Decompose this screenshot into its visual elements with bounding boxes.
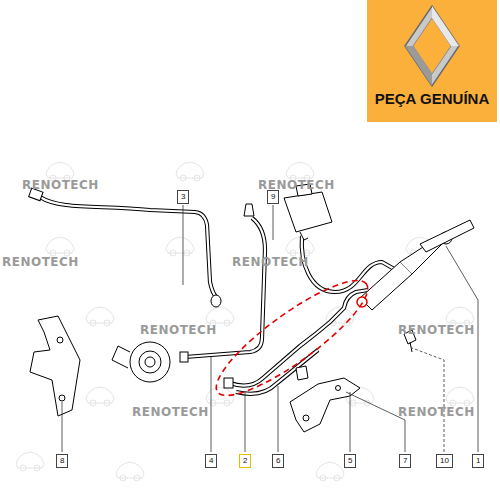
renault-logo — [367, 0, 497, 90]
callout-number: 7 — [403, 456, 407, 466]
watermark-cars — [16, 162, 474, 481]
watermark-car — [446, 387, 474, 406]
watermark-text: RENOTECH — [258, 178, 335, 192]
watermark-text: RENOTECH — [140, 323, 217, 337]
callout-number: 2 — [243, 456, 247, 466]
fork-bracket — [30, 316, 80, 416]
callout-box: 4 — [205, 454, 217, 468]
leader-lines — [62, 205, 478, 452]
watermark-car — [206, 387, 234, 406]
highlight-ellipse — [203, 265, 380, 412]
callout-number: 1 — [476, 456, 480, 466]
callout-box: 9 — [267, 190, 279, 204]
fitting — [211, 295, 221, 307]
watermark-car — [116, 462, 144, 481]
callout-number: 4 — [209, 456, 213, 466]
callout-box: 6 — [272, 454, 284, 468]
callout-box: 5 — [344, 454, 356, 468]
watermark-car — [166, 237, 194, 256]
callout-box: 2 — [239, 454, 251, 468]
callout-box: 1 — [472, 454, 484, 468]
callout-box: 8 — [56, 454, 68, 468]
brand-text: PEÇA GENUÍNA — [367, 90, 497, 107]
reservoir — [284, 184, 332, 240]
bleed-plug — [244, 204, 254, 216]
watermark-text: RENOTECH — [398, 405, 475, 419]
watermark-text: RENOTECH — [232, 255, 309, 269]
callout-box: 3 — [177, 190, 189, 204]
callout-number: 10 — [440, 456, 449, 466]
watermark-text: RENOTECH — [22, 178, 99, 192]
watermark-car — [316, 462, 344, 481]
watermark-car — [176, 162, 204, 181]
callout-number: 9 — [271, 192, 275, 202]
watermark-car — [16, 452, 44, 471]
callout-box: 7 — [399, 454, 411, 468]
watermark-car — [46, 237, 74, 256]
pedal-bracket — [290, 378, 360, 432]
callout-number: 3 — [181, 192, 185, 202]
master-cylinder — [357, 220, 474, 310]
brand-badge: PEÇA GENUÍNA — [367, 0, 497, 122]
slave-bearing — [112, 342, 170, 382]
pipe-6 — [236, 350, 318, 394]
fitting — [224, 378, 233, 388]
pipe-inner — [236, 350, 318, 394]
pipe-inner — [40, 197, 216, 297]
callout-number: 6 — [276, 456, 280, 466]
pipe-3 — [40, 197, 216, 297]
clip — [296, 366, 308, 380]
pipes — [40, 197, 396, 394]
watermark-text: RENOTECH — [132, 405, 209, 419]
watermark-car — [86, 387, 114, 406]
watermark-text: RENOTECH — [2, 255, 79, 269]
watermark-car — [86, 307, 114, 326]
callout-number: 8 — [60, 456, 64, 466]
callout-number: 5 — [348, 456, 352, 466]
fitting — [180, 352, 188, 362]
callout-box: 10 — [436, 454, 453, 468]
watermark-text: RENOTECH — [398, 323, 475, 337]
